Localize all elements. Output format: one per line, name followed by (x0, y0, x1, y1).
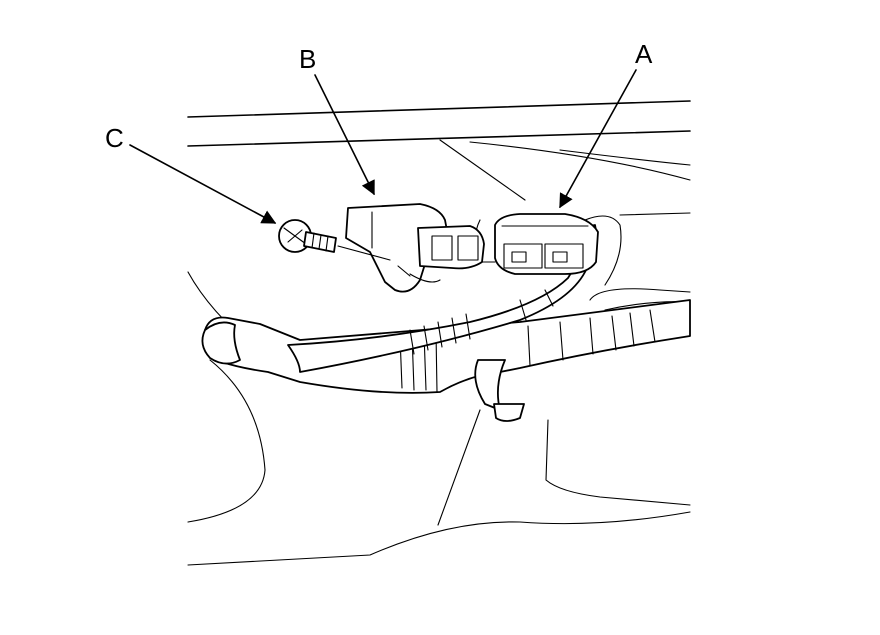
callout-label-c: C (105, 123, 124, 153)
bolt-c (278, 219, 391, 261)
sensor-b (345, 203, 485, 293)
body-panel-lines (187, 100, 691, 566)
connector-a (474, 213, 599, 275)
leader-b (314, 74, 375, 196)
wiring-harness-main (201, 299, 691, 422)
leader-a (559, 69, 637, 209)
callout-label-a: A (635, 39, 653, 69)
callout-leaders (129, 69, 637, 224)
callout-label-b: B (299, 44, 316, 74)
leader-c (129, 144, 277, 224)
